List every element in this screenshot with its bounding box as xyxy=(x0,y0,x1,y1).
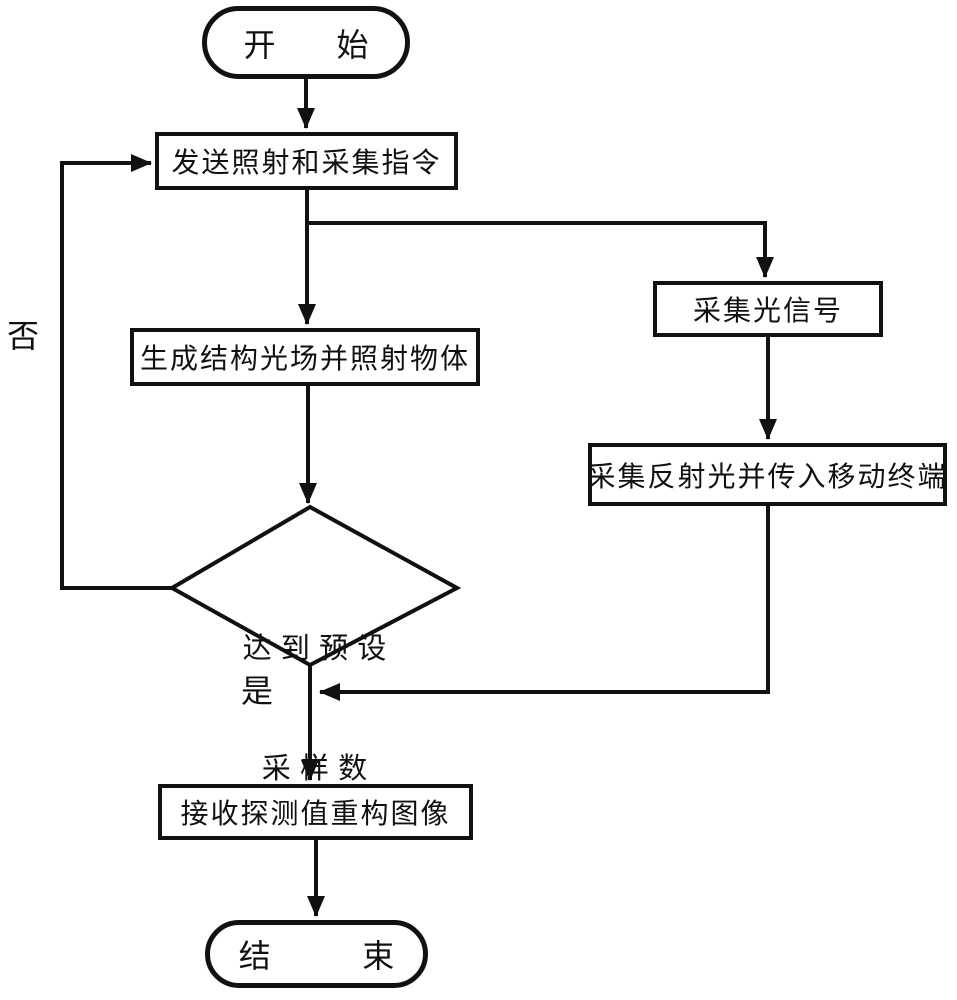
node-collect-signal: 采集光信号 xyxy=(653,281,883,337)
decision-label-line1: 达 到 预 设 xyxy=(242,631,387,665)
connector-reflect-to-merge xyxy=(319,506,770,701)
connector-send-to-collect-signal xyxy=(307,221,774,278)
node-end: 结 束 xyxy=(205,920,428,988)
node-reconstruct: 接收探测值重构图像 xyxy=(158,784,473,840)
decision-diamond-shape xyxy=(167,504,462,668)
edge-label-yes: 是 xyxy=(241,672,274,710)
node-collect-reflect: 采集反射光并传入移动终端 xyxy=(588,443,947,506)
connector-decision-no-loop xyxy=(60,154,172,590)
decision-label-line2: 采 样 数 xyxy=(261,751,368,785)
node-generate-light: 生成结构光场并照射物体 xyxy=(130,328,480,386)
node-start: 开 始 xyxy=(202,6,410,79)
node-decision-label: 达 到 预 设 采 样 数 xyxy=(172,548,457,868)
edge-label-no: 否 xyxy=(7,317,40,355)
node-send-command: 发送照射和采集指令 xyxy=(155,132,458,190)
